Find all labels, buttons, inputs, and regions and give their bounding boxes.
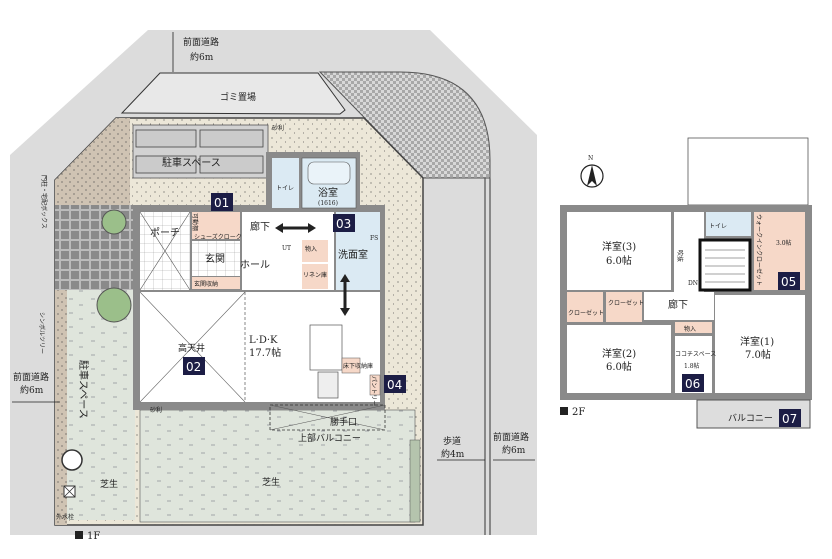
wic-size: 3.0帖	[776, 239, 792, 247]
shelf-label: 可動棚	[191, 213, 199, 231]
toilet-1f-label: トイレ	[276, 185, 294, 192]
room3-size: 6.0帖	[606, 254, 632, 267]
dimension-arrows	[12, 32, 535, 461]
storage-2f-label: 物入	[684, 325, 696, 333]
kokochi-size: 1.8帖	[684, 362, 700, 370]
gravel-label: 砂利	[272, 124, 284, 132]
stairwell-label: 吹抜	[676, 250, 684, 262]
porch-label: ポーチ	[150, 227, 180, 239]
lawn-garden	[139, 409, 416, 523]
faucet-label: 外水栓	[56, 513, 74, 521]
garbage-area	[120, 72, 346, 115]
sidewalk-corner	[318, 71, 491, 179]
back-door-label: 勝手口	[330, 416, 357, 428]
room3-label: 洋室(3)	[602, 240, 636, 253]
mailbox-label: 門柱・宅配ボックス	[40, 175, 48, 229]
gravel-strip	[55, 118, 130, 210]
legend-1f: 1F	[87, 531, 100, 542]
car-outlines	[135, 129, 264, 174]
badge-07: 07	[779, 409, 801, 427]
legend-2f: 2F	[572, 407, 585, 418]
pantry-label: パントリー	[370, 376, 377, 406]
svg-text:03: 03	[336, 217, 351, 231]
hedge	[409, 439, 421, 523]
badge-04: 04	[384, 375, 406, 393]
garbage-label: ゴミ置場	[220, 91, 256, 103]
north-label: N	[588, 155, 593, 162]
room1-size: 7.0帖	[745, 348, 771, 361]
parking-left-label: 駐車スペース	[77, 360, 90, 419]
manhole	[61, 449, 83, 471]
void-label: 高天井	[178, 342, 205, 354]
svg-text:07: 07	[782, 412, 797, 426]
closet-label-2: クローゼット	[568, 309, 604, 317]
top-road-width: 約6m	[190, 51, 214, 63]
svg-text:06: 06	[685, 377, 700, 391]
badge-02: 02	[183, 357, 205, 375]
badge-05: 05	[778, 272, 800, 290]
top-road-label: 前面道路	[183, 36, 219, 48]
tree	[101, 209, 127, 235]
dn-label: DN	[688, 280, 698, 287]
upper-balcony-label: 上部バルコニー	[298, 432, 361, 444]
corridor-2f-label: 廊下	[668, 298, 688, 311]
hall-label: ホール	[240, 259, 270, 271]
storage-1f-label: 物入	[305, 245, 317, 253]
badge-03: 03	[333, 214, 355, 232]
svg-text:05: 05	[781, 275, 796, 289]
toilet-2f-label: トイレ	[709, 223, 727, 230]
house-1f	[133, 152, 386, 431]
lawn-label: 芝生	[262, 476, 280, 488]
fs-label: FS	[370, 235, 378, 242]
badge-06: 06	[682, 374, 704, 392]
parking-top-label: 駐車スペース	[162, 156, 221, 169]
bath-label: 浴室	[318, 186, 338, 199]
lawn-label-2: 芝生	[100, 478, 118, 490]
sidewalk-label: 歩道	[443, 435, 461, 447]
balcony-label: バルコニー	[728, 413, 773, 424]
gravel-label-2: 砂利	[150, 406, 162, 414]
ldk-label: L·D·K	[249, 335, 278, 346]
shoe-closet-label: シューズクローク	[194, 233, 242, 241]
badge-01: 01	[211, 193, 233, 211]
symbol-tree-label: シンボルツリー	[38, 312, 46, 354]
room1-label: 洋室(1)	[740, 335, 774, 348]
right-road-width: 約6m	[502, 444, 526, 456]
washroom-label: 洗面室	[338, 248, 368, 261]
ut-label: UT	[282, 245, 291, 252]
left-road-width: 約6m	[20, 384, 44, 396]
parking-left	[67, 290, 135, 520]
svg-text:01: 01	[214, 196, 229, 210]
linen-label: リネン庫	[303, 271, 327, 279]
svg-text:04: 04	[387, 378, 402, 392]
wic-label: ウォークインクローゼット	[755, 214, 763, 286]
underfloor-label: 床下収納庫	[343, 362, 373, 370]
closet-label-1: クローゼット	[608, 299, 644, 307]
legend-square-1f	[75, 531, 83, 539]
room2-size: 6.0帖	[606, 360, 632, 373]
right-road-label: 前面道路	[493, 431, 529, 443]
corridor-1f-label: 廊下	[250, 220, 270, 233]
room2-label: 洋室(2)	[602, 347, 636, 360]
entrance-storage-label: 玄関収納	[194, 280, 218, 288]
svg-text:02: 02	[186, 360, 201, 374]
kokochi-label: ココチスペース	[675, 351, 716, 358]
left-road-label: 前面道路	[13, 371, 49, 383]
ldk-size: 17.7帖	[249, 346, 281, 359]
bath-size: (1616)	[318, 200, 338, 207]
sidewalk-width: 約4m	[441, 448, 465, 460]
north-arrow-icon	[580, 164, 604, 188]
legend-square-2f	[560, 407, 568, 415]
entrance-label: 玄関	[205, 252, 225, 265]
symbol-tree	[96, 287, 132, 323]
